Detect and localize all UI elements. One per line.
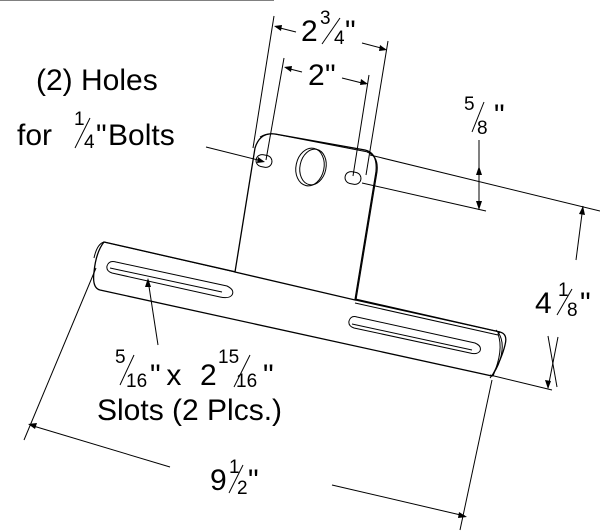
dimension-outer-hole-span — [0, 0, 389, 176]
label-bolt-den: 4 — [84, 132, 95, 153]
label-slot-width-unit: " — [150, 359, 161, 392]
label-bolt-num: 1 — [74, 109, 85, 130]
label-height-den: 8 — [567, 300, 578, 321]
label-width-unit: " — [248, 464, 259, 497]
label-slot-length-whole: 2 — [200, 359, 217, 392]
label-inner-span-unit: " — [325, 59, 336, 92]
base-top-edge-right — [354, 299, 501, 333]
label-slot-length-unit: " — [263, 359, 274, 392]
slots-leader — [145, 278, 159, 346]
label-outer-span-num: 3 — [320, 8, 331, 29]
label-offset-num: 5 — [464, 94, 475, 115]
slot-right — [348, 316, 481, 355]
label-width-num: 1 — [229, 457, 240, 478]
label-slot-times: x — [158, 359, 190, 392]
label-height-num: 1 — [558, 280, 569, 301]
label-holes-bolts: Bolts — [108, 119, 175, 152]
base-top-edge-left — [103, 241, 236, 273]
label-slot-width-den: 16 — [126, 371, 147, 392]
dimension-overall-width — [23, 267, 493, 531]
label-inner-span: 2 — [308, 59, 325, 92]
label-offset-den: 8 — [477, 118, 488, 139]
label-width-den: 2 — [237, 478, 248, 499]
label-bolt-unit: " — [96, 119, 107, 152]
label-slots-line2: Slots (2 Plcs.) — [97, 394, 282, 427]
label-width-whole: 9 — [210, 464, 227, 497]
dimension-inner-hole-span — [265, 57, 370, 177]
slot-left — [106, 261, 234, 299]
label-outer-span-unit: " — [345, 15, 356, 48]
label-outer-span-whole: 2 — [301, 15, 318, 48]
label-offset-unit: " — [494, 99, 505, 132]
label-slot-width-num: 5 — [115, 347, 126, 368]
label-holes-line1: (2) Holes — [36, 64, 158, 97]
label-height-unit: " — [580, 287, 591, 320]
label-holes-for: for — [17, 119, 52, 152]
base-plate — [92, 241, 507, 379]
bolt-hole-right — [344, 171, 362, 185]
label-height-whole: 4 — [535, 287, 552, 320]
center-hole — [295, 147, 327, 187]
dimension-height — [489, 205, 585, 391]
label-slot-length-num: 15 — [218, 347, 239, 368]
holes-leader — [205, 146, 265, 163]
dimension-hole-offset — [361, 140, 600, 212]
label-outer-span-den: 4 — [334, 28, 345, 49]
label-slot-length-den: 16 — [236, 371, 257, 392]
